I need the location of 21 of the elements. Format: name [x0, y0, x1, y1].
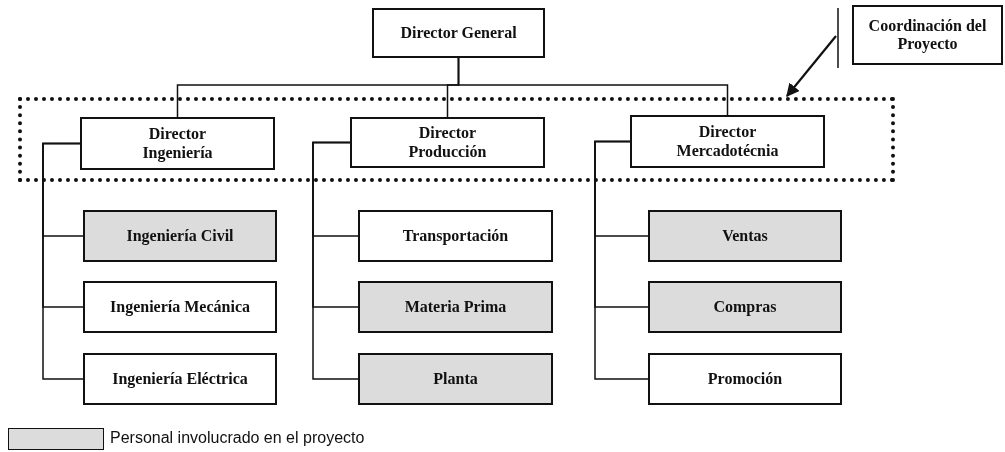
unit-box: Director Mercadotécnia	[630, 115, 825, 168]
unit-box: Transportación	[358, 210, 553, 262]
unit-box: Director General	[372, 8, 545, 58]
arrow	[786, 35, 837, 97]
highlighted-unit-box: Planta	[358, 353, 553, 405]
unit-box: Director Producción	[350, 117, 545, 168]
dotted-group-frame	[18, 97, 895, 182]
unit-box: Promoción	[648, 353, 842, 405]
connector-line	[42, 142, 84, 380]
unit-box: Director Ingeniería	[80, 117, 275, 170]
unit-box: Ingeniería Mecánica	[83, 281, 277, 333]
highlighted-unit-box: Materia Prima	[358, 281, 553, 333]
connector-line	[457, 57, 729, 116]
highlighted-unit-box: Ventas	[648, 210, 842, 262]
highlighted-unit-box: Ingeniería Civil	[83, 210, 277, 262]
legend-label: Personal involucrado en el proyecto	[110, 429, 365, 447]
unit-box: Coordinación del Proyecto	[852, 5, 1003, 65]
connector-line	[594, 140, 649, 380]
highlighted-unit-box: Compras	[648, 281, 842, 333]
connector-line	[312, 141, 359, 380]
unit-box: Ingeniería Eléctrica	[83, 353, 277, 405]
